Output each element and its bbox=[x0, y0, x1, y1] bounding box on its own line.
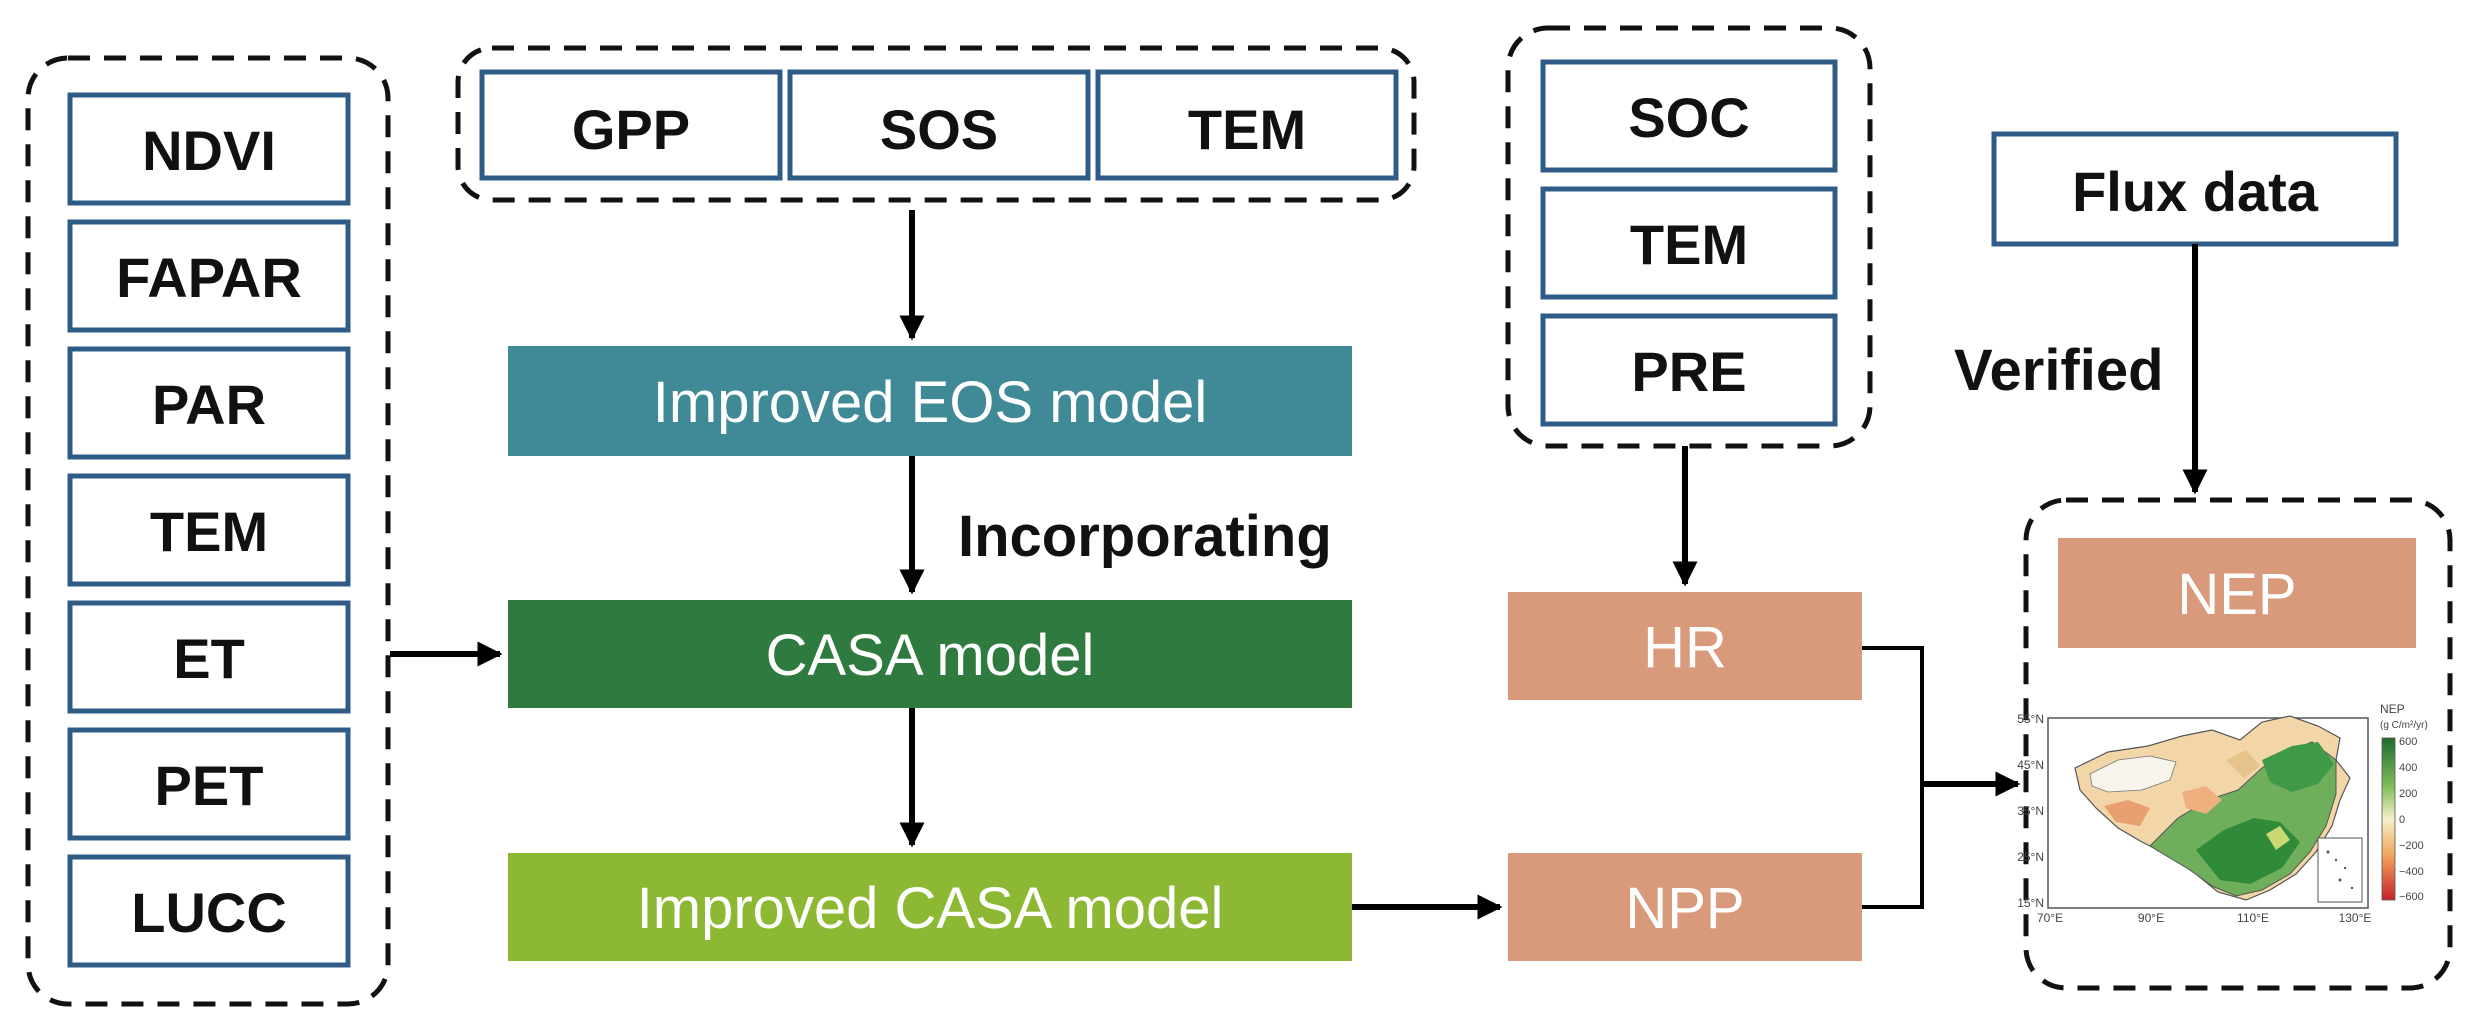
soil-input-group bbox=[1505, 25, 1873, 449]
connector-hr-to-merge bbox=[1862, 646, 1924, 784]
casa-model-label: CASA model bbox=[766, 623, 1095, 688]
input-gpp: GPP bbox=[479, 69, 783, 181]
eos-model-box bbox=[508, 346, 1352, 456]
npp-box bbox=[1508, 853, 1862, 961]
input-sos: SOS bbox=[787, 69, 1091, 181]
lat-tick: 45°N bbox=[2017, 758, 2044, 772]
legend-tick: 600 bbox=[2399, 736, 2417, 748]
input-tem-soil-label: TEM bbox=[1630, 213, 1748, 276]
lon-tick: 110°E bbox=[2237, 911, 2269, 925]
npp-label: NPP bbox=[1625, 876, 1744, 941]
input-sos-label: SOS bbox=[880, 98, 998, 161]
lon-tick: 90°E bbox=[2138, 911, 2164, 925]
china-region-shape bbox=[2074, 715, 2351, 901]
input-pet: PET bbox=[67, 727, 351, 841]
input-lucc: LUCC bbox=[67, 854, 351, 968]
input-pre-label: PRE bbox=[1631, 340, 1746, 403]
input-pre: PRE bbox=[1540, 313, 1838, 427]
hr-box bbox=[1508, 592, 1862, 700]
input-soc-label: SOC bbox=[1628, 86, 1749, 149]
input-ndvi: NDVI bbox=[67, 92, 351, 206]
connector-npp-to-merge bbox=[1862, 784, 1924, 909]
improved-casa-model-label: Improved CASA model bbox=[637, 876, 1224, 941]
map-inset bbox=[2317, 837, 2363, 903]
input-tem-soil: TEM bbox=[1540, 186, 1838, 300]
legend-title: NEP bbox=[2380, 702, 2405, 716]
input-gpp-label: GPP bbox=[572, 98, 690, 161]
improved-casa-model-box bbox=[508, 853, 1352, 961]
legend-tick: −400 bbox=[2399, 866, 2424, 878]
input-et-label: ET bbox=[173, 627, 245, 690]
legend-tick: −200 bbox=[2399, 840, 2424, 852]
legend-tick: −600 bbox=[2399, 891, 2424, 903]
input-lucc-label: LUCC bbox=[131, 881, 287, 944]
input-fapar-label: FAPAR bbox=[116, 246, 302, 309]
input-ndvi-label: NDVI bbox=[142, 119, 276, 182]
nep-output-group bbox=[2023, 497, 2453, 991]
hr-label: HR bbox=[1643, 615, 1727, 680]
lat-tick: 25°N bbox=[2017, 850, 2044, 864]
input-par: PAR bbox=[67, 346, 351, 460]
legend-tick: 200 bbox=[2399, 788, 2417, 800]
input-tem-left: TEM bbox=[67, 473, 351, 587]
legend-tick: 400 bbox=[2399, 762, 2417, 774]
flux-data-box: Flux data bbox=[1991, 131, 2399, 247]
input-tem-top-label: TEM bbox=[1188, 98, 1306, 161]
nep-label: NEP bbox=[2177, 562, 2296, 627]
eos-model-label: Improved EOS model bbox=[653, 370, 1207, 435]
lat-tick: 15°N bbox=[2017, 896, 2044, 910]
nep-box bbox=[2058, 538, 2416, 648]
left-input-group bbox=[25, 55, 391, 1007]
incorporating-label: Incorporating bbox=[958, 504, 1332, 569]
input-et: ET bbox=[67, 600, 351, 714]
input-tem-top: TEM bbox=[1095, 69, 1399, 181]
lon-tick: 130°E bbox=[2339, 911, 2372, 925]
colorbar bbox=[2381, 737, 2396, 901]
verified-label: Verified bbox=[1954, 338, 2164, 403]
flux-data-label: Flux data bbox=[2072, 160, 2319, 223]
input-par-label: PAR bbox=[152, 373, 266, 436]
legend-unit: (g C/m²/yr) bbox=[2380, 720, 2428, 731]
map-inset-islands bbox=[2326, 850, 2354, 890]
input-pet-label: PET bbox=[155, 754, 264, 817]
lat-tick: 55°N bbox=[2017, 712, 2044, 726]
lon-tick: 70°E bbox=[2037, 911, 2063, 925]
input-soc: SOC bbox=[1540, 59, 1838, 173]
casa-model-box bbox=[508, 600, 1352, 708]
lat-tick: 35°N bbox=[2017, 804, 2044, 818]
top-input-group bbox=[455, 45, 1417, 203]
nep-map: 55°N 45°N 35°N 25°N 15°N 70°E 90°E 110°E… bbox=[2017, 702, 2428, 925]
input-tem-left-label: TEM bbox=[150, 500, 268, 563]
legend-tick: 0 bbox=[2399, 814, 2405, 826]
input-fapar: FAPAR bbox=[67, 219, 351, 333]
